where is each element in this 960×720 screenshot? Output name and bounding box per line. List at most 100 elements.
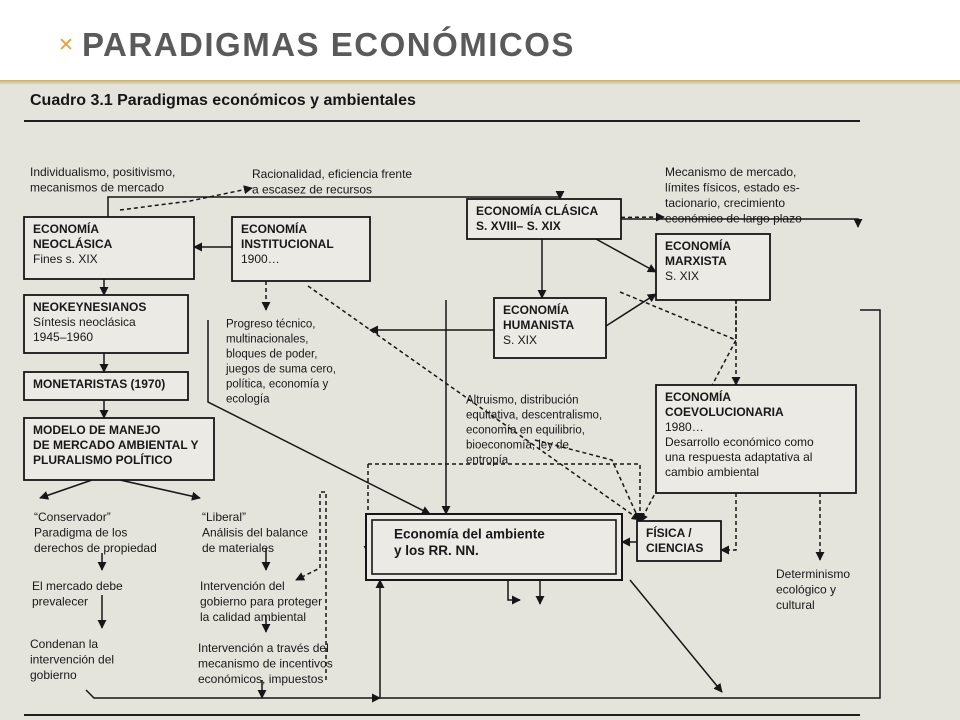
box-institucional-line: ECONOMÍA (241, 221, 307, 236)
note-mecanismo-line: económico de largo plazo (665, 212, 802, 226)
box-humanista-frame (493, 297, 607, 359)
box-neokeynesianos-frame (23, 294, 189, 354)
connector-arrow (375, 309, 881, 699)
note-condenan-line: intervención del (30, 653, 114, 667)
connector-arrow (534, 439, 641, 523)
note-progreso-line: política, economía y (226, 379, 329, 391)
box-ambiente-line: y los RR. NN. (394, 543, 479, 558)
bottom-rule (24, 714, 860, 716)
connector-arrow (119, 479, 201, 501)
box-monetaristas-frame (23, 371, 189, 401)
note-altruismo-line: equitativa, descentralismo, (466, 410, 602, 422)
box-coevolucionaria-line: 1980… (665, 420, 704, 434)
box-modelo-line: PLURALISMO POLÍTICO (33, 452, 172, 467)
note-intervencion2: Intervención a través del mecanismo de in… (198, 641, 333, 686)
box-humanista-line: HUMANISTA (503, 318, 574, 332)
box-fisica-line: FÍSICA / (646, 525, 692, 540)
note-individualismo-line: mecanismos de mercado (30, 181, 164, 195)
figure-caption: Cuadro 3.1 Paradigmas económicos y ambie… (30, 92, 416, 109)
note-progreso-line: multinacionales, (226, 334, 308, 346)
box-coevolucionaria-frame (655, 384, 857, 494)
title-bullet-marker: ✕ (58, 34, 74, 56)
box-humanista-line: S. XIX (503, 333, 537, 347)
note-altruismo-line: bioeconomía, ley de (466, 440, 569, 452)
box-institucional-frame (231, 216, 371, 282)
note-progreso-line: ecología (226, 394, 270, 406)
connector-arrow (507, 580, 521, 605)
box-coevolucionaria-line: Desarrollo económico como (665, 435, 814, 449)
box-coevolucionaria-line: una respuesta adaptativa al (665, 450, 812, 464)
note-mecanismo: Mecanismo de mercado,límites físicos, es… (665, 165, 802, 226)
note-mercado-line: El mercado debe (32, 579, 123, 593)
box-marxista-line: MARXISTA (665, 254, 727, 268)
box-coevolucionaria-line: cambio ambiental (665, 465, 759, 479)
note-progreso-line: bloques de poder, (226, 349, 317, 361)
note-liberal-line: “Liberal” (202, 510, 246, 524)
connector-arrow (39, 479, 93, 500)
note-conservador-line: “Conservador” (34, 510, 111, 524)
box-neoclasica-line: NEOCLÁSICA (33, 236, 113, 251)
note-individualismo-line: Individualismo, positivismo, (30, 165, 175, 179)
note-progreso-line: Progreso técnico, (226, 319, 316, 331)
box-neokeynesianos-line: NEOKEYNESIANOS (33, 300, 146, 314)
connector-arrow (621, 218, 863, 228)
box-institucional-line: 1900… (241, 252, 280, 266)
note-racionalidad: Racionalidad, eficiencia frente a escasez… (252, 167, 412, 197)
box-institucional-line: INSTITUCIONAL (241, 237, 334, 251)
note-mercado-line: prevalecer (32, 595, 88, 609)
box-ambiente-outer-frame (365, 513, 623, 581)
note-mercado: El mercado debe prevalecer (32, 579, 123, 609)
note-conservador-line: derechos de propiedad (34, 541, 157, 555)
box-institucional: ECONOMÍAINSTITUCIONAL1900… (231, 216, 371, 282)
connector-arrow (605, 293, 657, 327)
connector-arrow (85, 689, 381, 703)
box-marxista-line: ECONOMÍA (665, 238, 731, 253)
note-mecanismo-line: límites físicos, estado es- (665, 181, 800, 195)
note-intervencion1-line: la calidad ambiental (200, 610, 306, 624)
box-fisica: FÍSICA /CIENCIAS (636, 520, 722, 562)
note-racionalidad-line: Racionalidad, eficiencia frente (252, 167, 412, 181)
note-liberal-line: de materiales (202, 541, 274, 555)
note-intervencion2-line: mecanismo de incentivos (198, 657, 333, 671)
note-intervencion1-line: Intervención del (200, 579, 285, 593)
slide-title: PARADIGMAS ECONÓMICOS (82, 26, 575, 63)
box-neoclasica-frame (23, 216, 195, 280)
box-neokeynesianos-line: Síntesis neoclásica (33, 315, 136, 329)
box-ambiente-inner-frame (371, 519, 617, 575)
box-modelo-frame (23, 417, 215, 481)
note-condenan-line: gobierno (30, 668, 77, 682)
note-intervencion2-line: Intervención a través del (198, 641, 329, 655)
box-clasica-frame (466, 198, 622, 240)
note-condenan-line: Condenan la (30, 637, 98, 651)
note-progreso: Progreso técnico, multinacionales, bloques… (225, 319, 336, 406)
note-determinismo-line: cultural (776, 598, 815, 612)
note-altruismo-line: entropía (466, 455, 509, 467)
note-determinismo-line: ecológico y (776, 583, 836, 597)
box-clasica-line: S. XVIII– S. XIX (476, 219, 561, 233)
box-marxista-line: S. XIX (665, 269, 699, 283)
note-racionalidad-line: a escasez de recursos (252, 183, 372, 197)
note-mecanismo-line: tacionario, crecimiento (665, 196, 785, 210)
box-ambiente-line: Economía del ambiente (394, 527, 545, 542)
box-fisica-line: CIENCIAS (646, 541, 703, 555)
connector-arrow (119, 185, 253, 211)
box-modelo-line: DE MERCADO AMBIENTAL Y (33, 438, 199, 452)
connector-arrow (629, 579, 723, 693)
box-fisica-frame (636, 520, 722, 562)
box-neoclasica-line: ECONOMÍA (33, 221, 99, 236)
box-clasica-line: ECONOMÍA CLÁSICA (476, 203, 599, 218)
